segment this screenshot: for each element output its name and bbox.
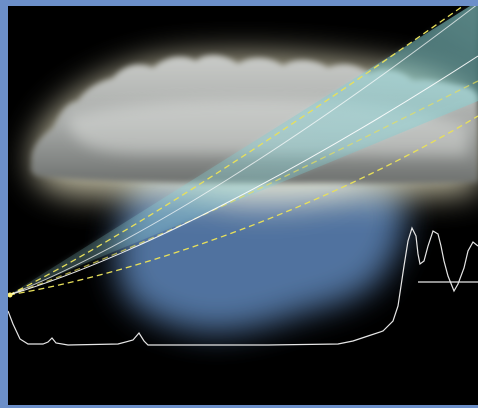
- beam-source-point[interactable]: [8, 292, 13, 298]
- beam-boundaries: [8, 6, 478, 296]
- fan-beam: [9, 6, 478, 295]
- window-border-left: [0, 0, 8, 408]
- window-border-top: [0, 0, 478, 6]
- profile-plot: [8, 226, 478, 346]
- scan-line-center: [8, 55, 478, 296]
- window-border-bottom: [0, 405, 478, 408]
- scan-lines: [8, 6, 478, 296]
- render-viewport[interactable]: [8, 6, 478, 405]
- scan-line-upper: [8, 6, 477, 296]
- upper-boundary-line: [8, 6, 465, 296]
- scene-canvas[interactable]: [8, 6, 478, 405]
- profile-trace: [8, 226, 478, 346]
- lower-boundary-line: [8, 115, 478, 296]
